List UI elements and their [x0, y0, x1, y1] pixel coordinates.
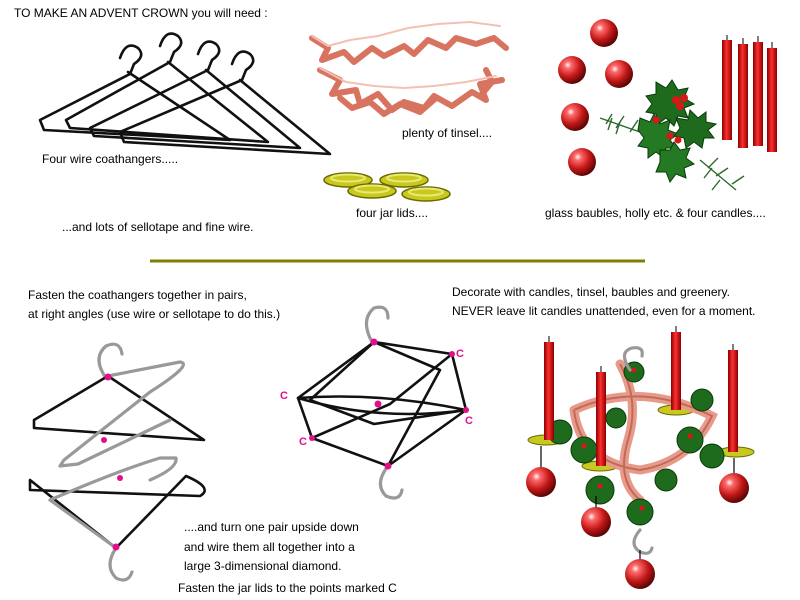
- decorations-caption: glass baubles, holly etc. & four candles…: [545, 206, 766, 220]
- tinsel-caption: plenty of tinsel....: [402, 126, 493, 140]
- jar-lids-instruction: Fasten the jar lids to the points marked…: [178, 581, 397, 595]
- page-title: TO MAKE AN ADVENT CROWN you will need :: [14, 6, 268, 20]
- decorate-instruction-line1: Decorate with candles, tinsel, baubles a…: [452, 285, 730, 299]
- sellotape-caption: ...and lots of sellotape and fine wire.: [62, 220, 254, 234]
- turn-instruction-line3: large 3-dimensional diamond.: [184, 559, 342, 573]
- candles-illustration: [722, 35, 777, 152]
- turn-instruction-line2: and wire them all together into a: [184, 540, 355, 554]
- turn-instruction-line1: ....and turn one pair upside down: [184, 520, 359, 534]
- fasten-instruction-line1: Fasten the coathangers together in pairs…: [28, 288, 247, 302]
- tinsel-illustration: [309, 35, 509, 117]
- fasten-instruction-line2: at right angles (use wire or sellotape t…: [28, 307, 281, 321]
- advent-crown-illustration: [526, 326, 755, 589]
- hanger-pairs-illustration: [28, 342, 206, 582]
- holly-illustration: [599, 79, 745, 191]
- decorate-instruction-line2: NEVER leave lit candles unattended, even…: [452, 304, 756, 318]
- point-c-label: C: [456, 348, 464, 360]
- coathangers-caption: Four wire coathangers.....: [42, 152, 179, 166]
- point-c-label: C: [465, 415, 473, 427]
- point-c-label: C: [280, 390, 288, 402]
- point-c-label: C: [299, 436, 307, 448]
- diamond-illustration: [296, 305, 468, 500]
- coathangers-illustration: [38, 32, 332, 156]
- baubles-illustration: [558, 19, 633, 176]
- jar-lids-caption: four jar lids....: [356, 206, 429, 220]
